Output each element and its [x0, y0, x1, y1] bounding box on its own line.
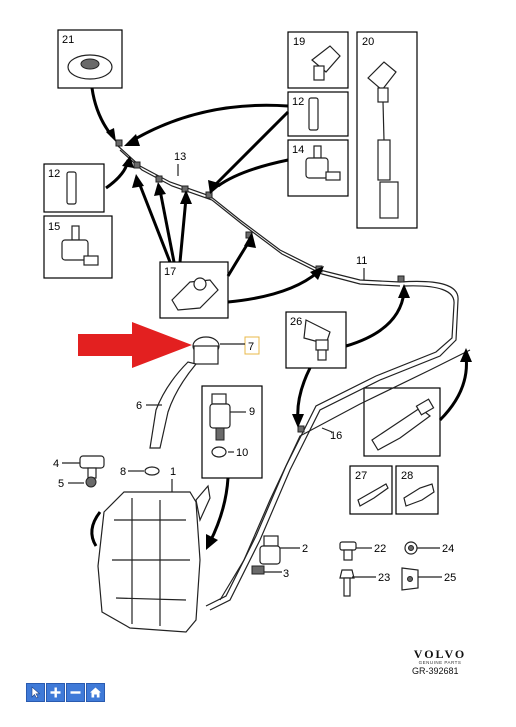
callout-23: 23	[378, 572, 390, 584]
o-ring-10	[211, 446, 227, 458]
hose-piece-12-left	[66, 171, 77, 205]
callout-8: 8	[120, 466, 126, 478]
connector-18-shape	[371, 398, 435, 451]
viewer-toolbar	[26, 683, 105, 702]
clip-25-shape	[401, 567, 419, 591]
callout-24: 24	[442, 543, 454, 555]
callout-1: 1	[170, 466, 176, 478]
callout-22: 22	[374, 543, 386, 555]
connector-27-shape	[357, 483, 389, 507]
callout-11: 11	[356, 255, 367, 267]
zoom-in-button[interactable]	[46, 683, 65, 702]
callout-9: 9	[249, 406, 255, 418]
connector-15-shape	[61, 225, 99, 266]
callout-13: 13	[174, 151, 186, 163]
genuine-parts-label: GENUINE PARTS	[418, 660, 462, 665]
grommet-3-shape	[251, 565, 282, 575]
callout-6: 6	[136, 400, 142, 412]
nozzle-20-shape	[367, 61, 399, 219]
callout-4: 4	[53, 458, 59, 470]
callout-14: 14	[292, 144, 304, 156]
grommet-5	[85, 476, 97, 488]
hose-13	[117, 145, 401, 283]
callout-28: 28	[401, 470, 413, 482]
callout-25: 25	[444, 572, 456, 584]
hose-16	[219, 349, 471, 601]
hose-11	[209, 280, 459, 611]
volvo-logo: VOLVO	[413, 647, 467, 661]
bolt-23-shape	[339, 569, 355, 597]
callout-2: 2	[302, 543, 308, 555]
zoom-out-button[interactable]	[66, 683, 85, 702]
callout-12-left: 12	[48, 168, 60, 180]
callout-19: 19	[293, 36, 305, 48]
hose-clip-17-shape	[171, 277, 219, 311]
zoom-out-icon	[70, 691, 81, 694]
callout-26: 26	[290, 316, 302, 328]
parts-diagram: 21 19 20 12 14 12 15 17	[43, 29, 472, 633]
sensor-4-shape	[79, 455, 105, 479]
bracket-26-shape	[303, 319, 331, 361]
diagram-reference: GR-392681	[412, 666, 459, 676]
nut-24-shape	[404, 541, 418, 555]
indicator-arrows	[90, 87, 472, 550]
callout-12-upper: 12	[292, 96, 304, 108]
check-valve-14-shape	[305, 145, 341, 181]
home-icon	[90, 687, 101, 698]
filler-neck-7-shape	[149, 336, 220, 449]
callout-20: 20	[362, 36, 374, 48]
seal-8	[144, 466, 160, 476]
pump-9-shape	[209, 393, 246, 441]
callout-16: 16	[330, 430, 342, 442]
select-pointer-icon	[31, 686, 41, 699]
callout-17: 17	[164, 266, 176, 278]
callout-27: 27	[355, 470, 367, 482]
nozzle-19-shape	[311, 45, 341, 81]
clip-22-shape	[339, 541, 357, 561]
highlight-arrow	[78, 322, 192, 368]
hose-piece-12-upper	[308, 97, 319, 131]
home-button[interactable]	[86, 683, 105, 702]
callout-15: 15	[48, 221, 60, 233]
callout-7-box[interactable]	[244, 336, 260, 355]
washer-reservoir-1[interactable]	[97, 484, 211, 633]
callout-3: 3	[283, 568, 289, 580]
callout-21: 21	[62, 34, 74, 46]
callout-5: 5	[58, 478, 64, 490]
select-button[interactable]	[26, 683, 45, 702]
callout-10: 10	[236, 447, 248, 459]
zoom-in-icon	[50, 687, 61, 698]
callout-7: 7	[248, 341, 254, 353]
box-part-9-10[interactable]	[201, 385, 263, 479]
pump-2-shape	[259, 535, 300, 565]
grommet-21-shape	[67, 54, 113, 80]
connector-28-shape	[403, 483, 435, 507]
